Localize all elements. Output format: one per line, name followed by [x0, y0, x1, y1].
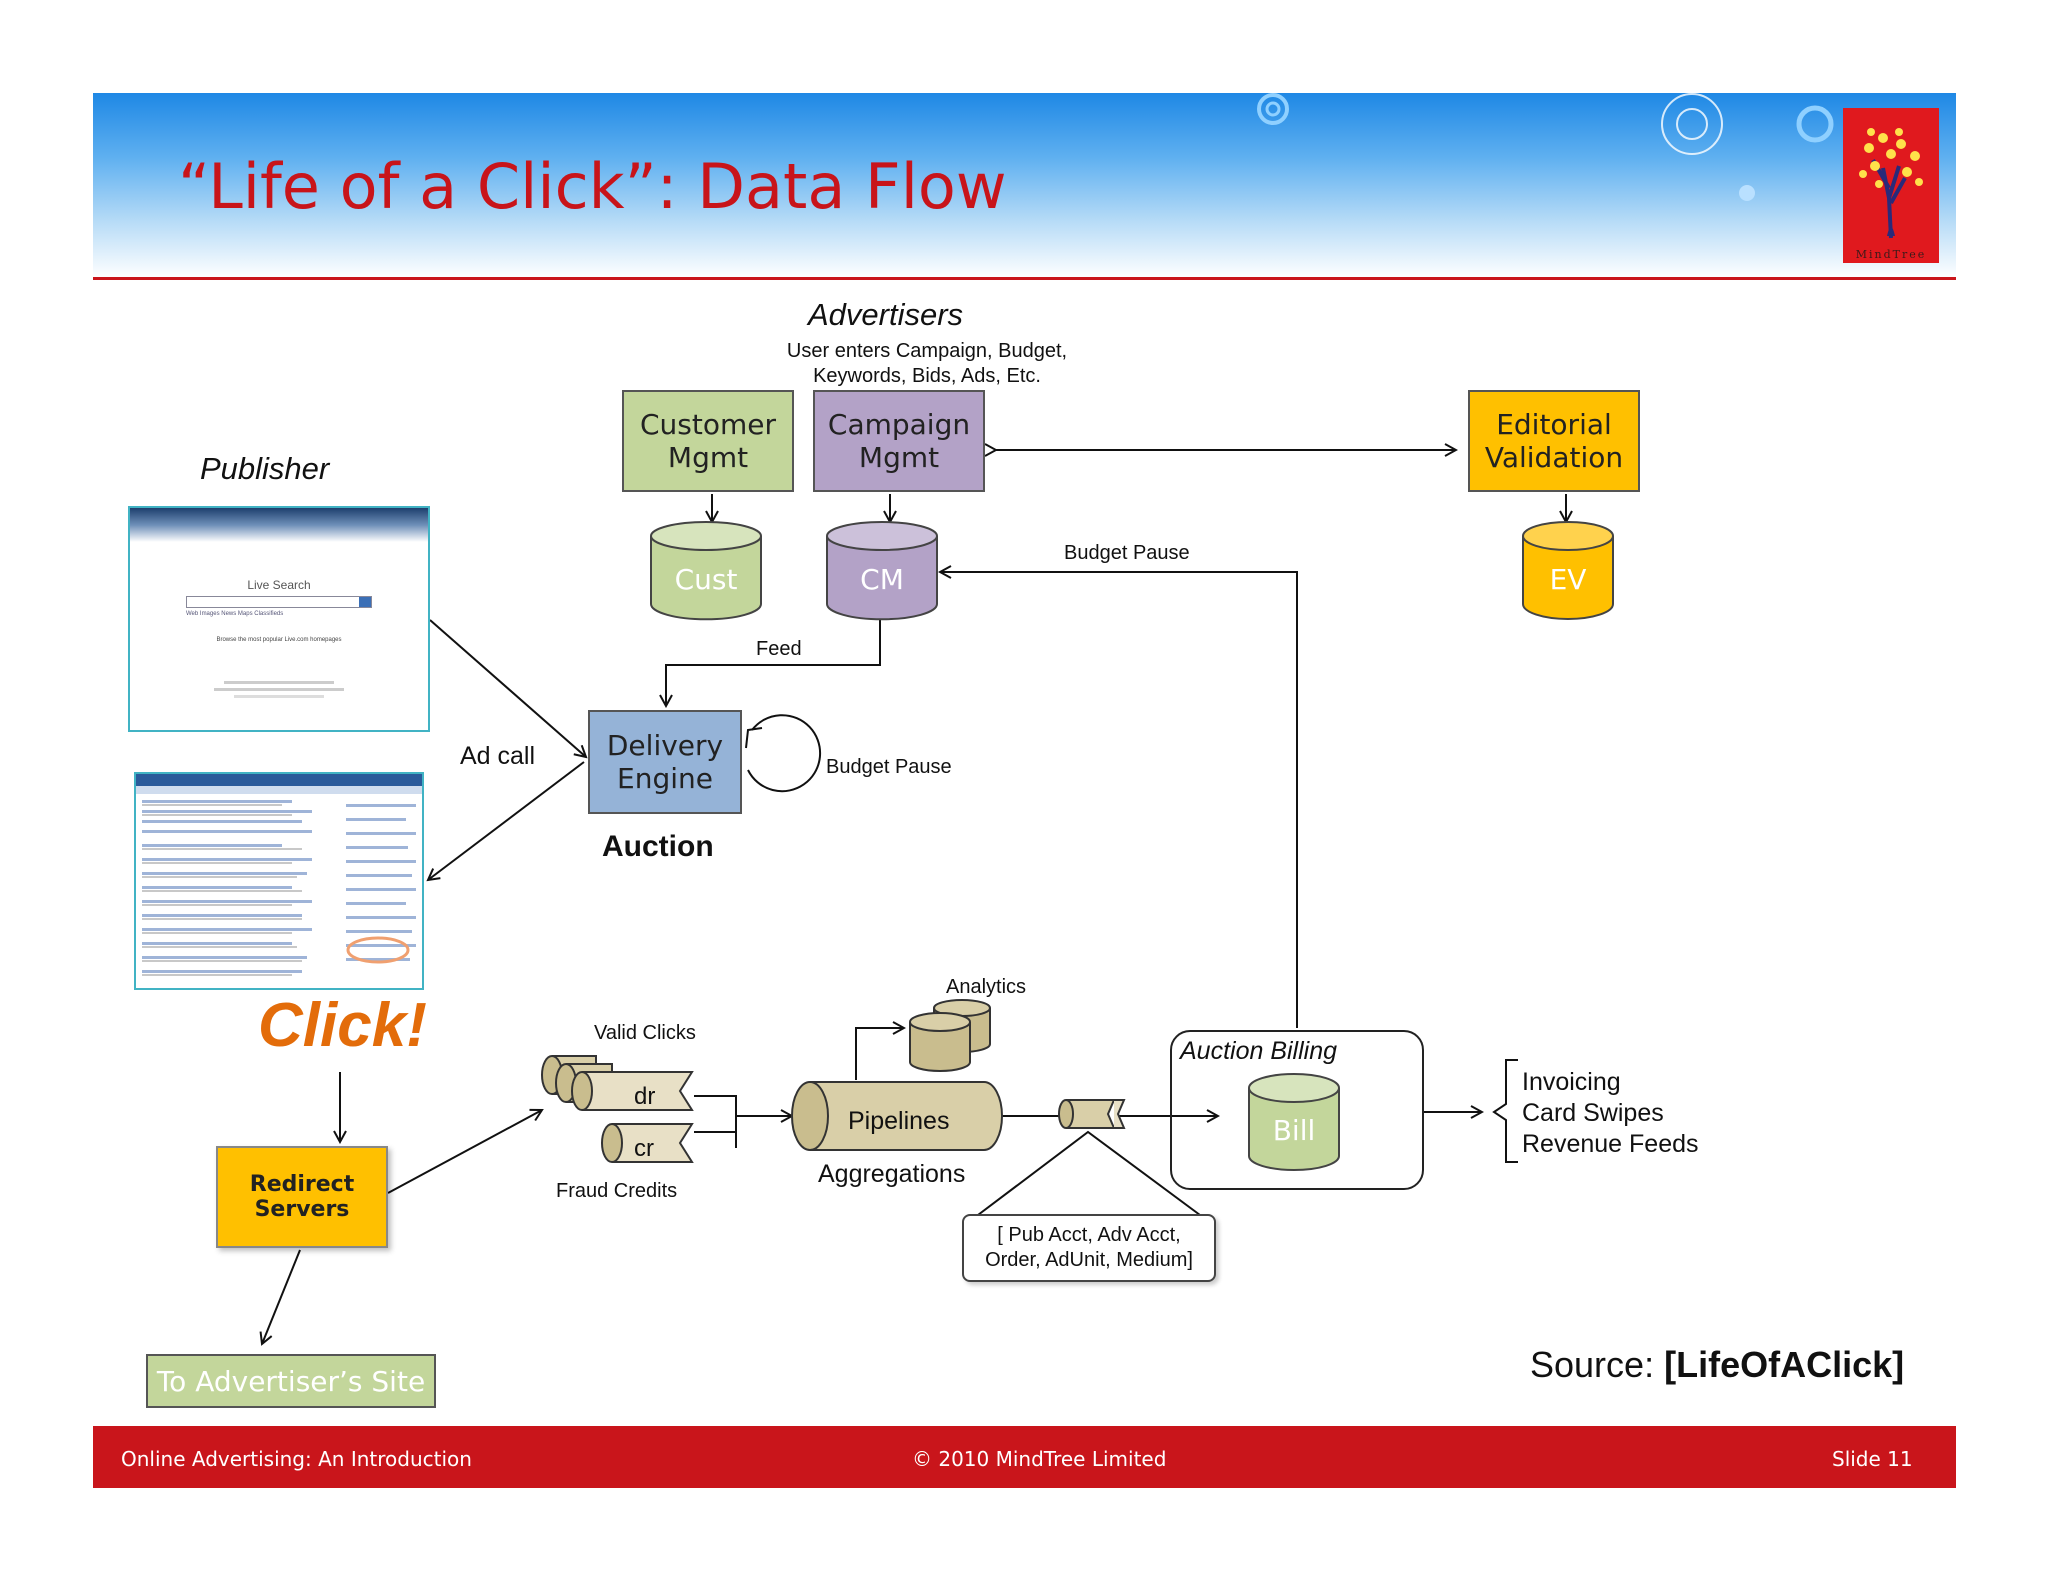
analytics-arrow: [855, 1028, 904, 1080]
feed-arrow: [666, 620, 881, 706]
output-invoicing: Invoicing: [1522, 1068, 1621, 1096]
tree-icon: [1859, 128, 1923, 239]
db-cust-label: Cust: [674, 563, 738, 596]
customer-mgmt-line2: Mgmt: [667, 441, 749, 474]
budget-pause-loop-label: Budget Pause: [826, 756, 952, 778]
outputs-brace: [1492, 1059, 1518, 1163]
customer-mgmt-box: Customer Mgmt: [622, 390, 794, 492]
campaign-mgmt-box: Campaign Mgmt: [813, 390, 985, 492]
ad-call-arrow: [429, 619, 586, 757]
search-page-box: [186, 596, 372, 608]
delivery-engine-box: Delivery Engine: [588, 710, 742, 814]
pipelines-cylinder-icon: [791, 1081, 1003, 1151]
valid-clicks-label: Valid Clicks: [594, 1022, 696, 1044]
budget-pause-arrow: [940, 572, 1298, 1028]
advertiser-site-box: To Advertiser’s Site: [146, 1354, 436, 1408]
log-cr-label: cr: [634, 1135, 654, 1162]
source-reference: [LifeOfAClick]: [1664, 1344, 1905, 1385]
auction-label: Auction: [602, 830, 714, 863]
redirect-servers-box: Redirect Servers: [216, 1146, 388, 1248]
footer-course-title: Online Advertising: An Introduction: [121, 1447, 472, 1471]
search-results-screenshot: [134, 772, 424, 990]
header-rule: [93, 277, 1956, 280]
slide-title: “Life of a Click”: Data Flow: [178, 150, 1007, 223]
ad-response-arrow: [428, 761, 585, 880]
source-citation: Source: [LifeOfAClick]: [1530, 1344, 1904, 1386]
db-cm-label: CM: [860, 563, 904, 596]
log-dr-label: dr: [634, 1083, 656, 1110]
pipelines-label: Pipelines: [848, 1107, 950, 1135]
auction-billing-label: Auction Billing: [1180, 1037, 1338, 1065]
search-page-tabs: Web Images News Maps Classifieds: [186, 611, 284, 617]
campaign-mgmt-line1: Campaign: [827, 408, 971, 441]
budget-pause-loop: [747, 714, 822, 793]
mindtree-logo: MindTree: [1843, 108, 1939, 263]
record-fields-callout: [ Pub Acct, Adv Acct, Order, AdUnit, Med…: [962, 1214, 1216, 1282]
redirect-line2: Servers: [254, 1197, 350, 1222]
search-results-mock: [136, 774, 422, 976]
analytics-database-icon: [909, 999, 991, 1072]
output-revenue-feeds: Revenue Feeds: [1522, 1130, 1699, 1158]
redirect-logs-arrow: [387, 1110, 542, 1194]
bill-label: Bill: [1272, 1114, 1316, 1147]
customer-mgmt-line1: Customer: [639, 408, 776, 441]
delivery-line1: Delivery: [606, 729, 724, 762]
callout-pointer: [973, 1130, 1205, 1219]
footer-bar: [93, 1426, 1956, 1488]
bill-database-icon: [1248, 1073, 1340, 1171]
callout-line2: Order, AdUnit, Medium]: [985, 1249, 1193, 1271]
advertiser-site-label: To Advertiser’s Site: [156, 1364, 426, 1398]
callout-line1: [ Pub Acct, Adv Acct,: [997, 1224, 1181, 1246]
advertisers-title: Advertisers: [808, 297, 964, 332]
record-file-icon: [1058, 1099, 1126, 1129]
footer-copyright: © 2010 MindTree Limited: [912, 1447, 1167, 1471]
clicked-ad-highlight: [346, 936, 410, 964]
logo-text: MindTree: [1855, 248, 1927, 261]
redirect-site-arrow: [262, 1249, 301, 1344]
search-page-footer: Browse the most popular Live.com homepag…: [216, 637, 342, 643]
search-homepage-screenshot: Live Search Web Images News Maps Classif…: [128, 506, 430, 732]
footer-slide-number: Slide 11: [1832, 1447, 1913, 1471]
feed-label: Feed: [756, 638, 802, 660]
log-files-icon: [541, 1055, 694, 1163]
editorial-validation-box: Editorial Validation: [1468, 390, 1640, 492]
editorial-line1: Editorial: [1496, 408, 1612, 441]
header-decor-rings: [1257, 93, 1834, 201]
cm-database-icon: [826, 521, 938, 621]
delivery-line2: Engine: [617, 762, 713, 795]
redirect-line1: Redirect: [249, 1172, 355, 1197]
source-prefix: Source:: [1530, 1344, 1655, 1385]
click-label: Click!: [258, 991, 427, 1060]
auction-billing-group: [1170, 1030, 1424, 1190]
db-ev-label: EV: [1549, 563, 1587, 596]
fraud-credits-label: Fraud Credits: [556, 1180, 678, 1202]
advertisers-note-line1: User enters Campaign, Budget,: [786, 340, 1068, 362]
analytics-label: Analytics: [946, 976, 1027, 998]
ev-database-icon: [1522, 521, 1614, 620]
search-page-title: Live Search: [247, 578, 311, 592]
advertisers-note-line2: Keywords, Bids, Ads, Etc.: [813, 365, 1041, 387]
output-card-swipes: Card Swipes: [1522, 1099, 1664, 1127]
ad-call-label: Ad call: [460, 742, 536, 770]
publisher-title: Publisher: [200, 451, 330, 486]
editorial-line2: Validation: [1484, 441, 1624, 474]
header-banner: [93, 93, 1956, 278]
budget-pause-top-label: Budget Pause: [1064, 542, 1190, 564]
screenshot-banner: [130, 508, 428, 542]
cust-database-icon: [650, 521, 762, 621]
aggregations-label: Aggregations: [818, 1160, 966, 1188]
campaign-mgmt-line2: Mgmt: [858, 441, 940, 474]
